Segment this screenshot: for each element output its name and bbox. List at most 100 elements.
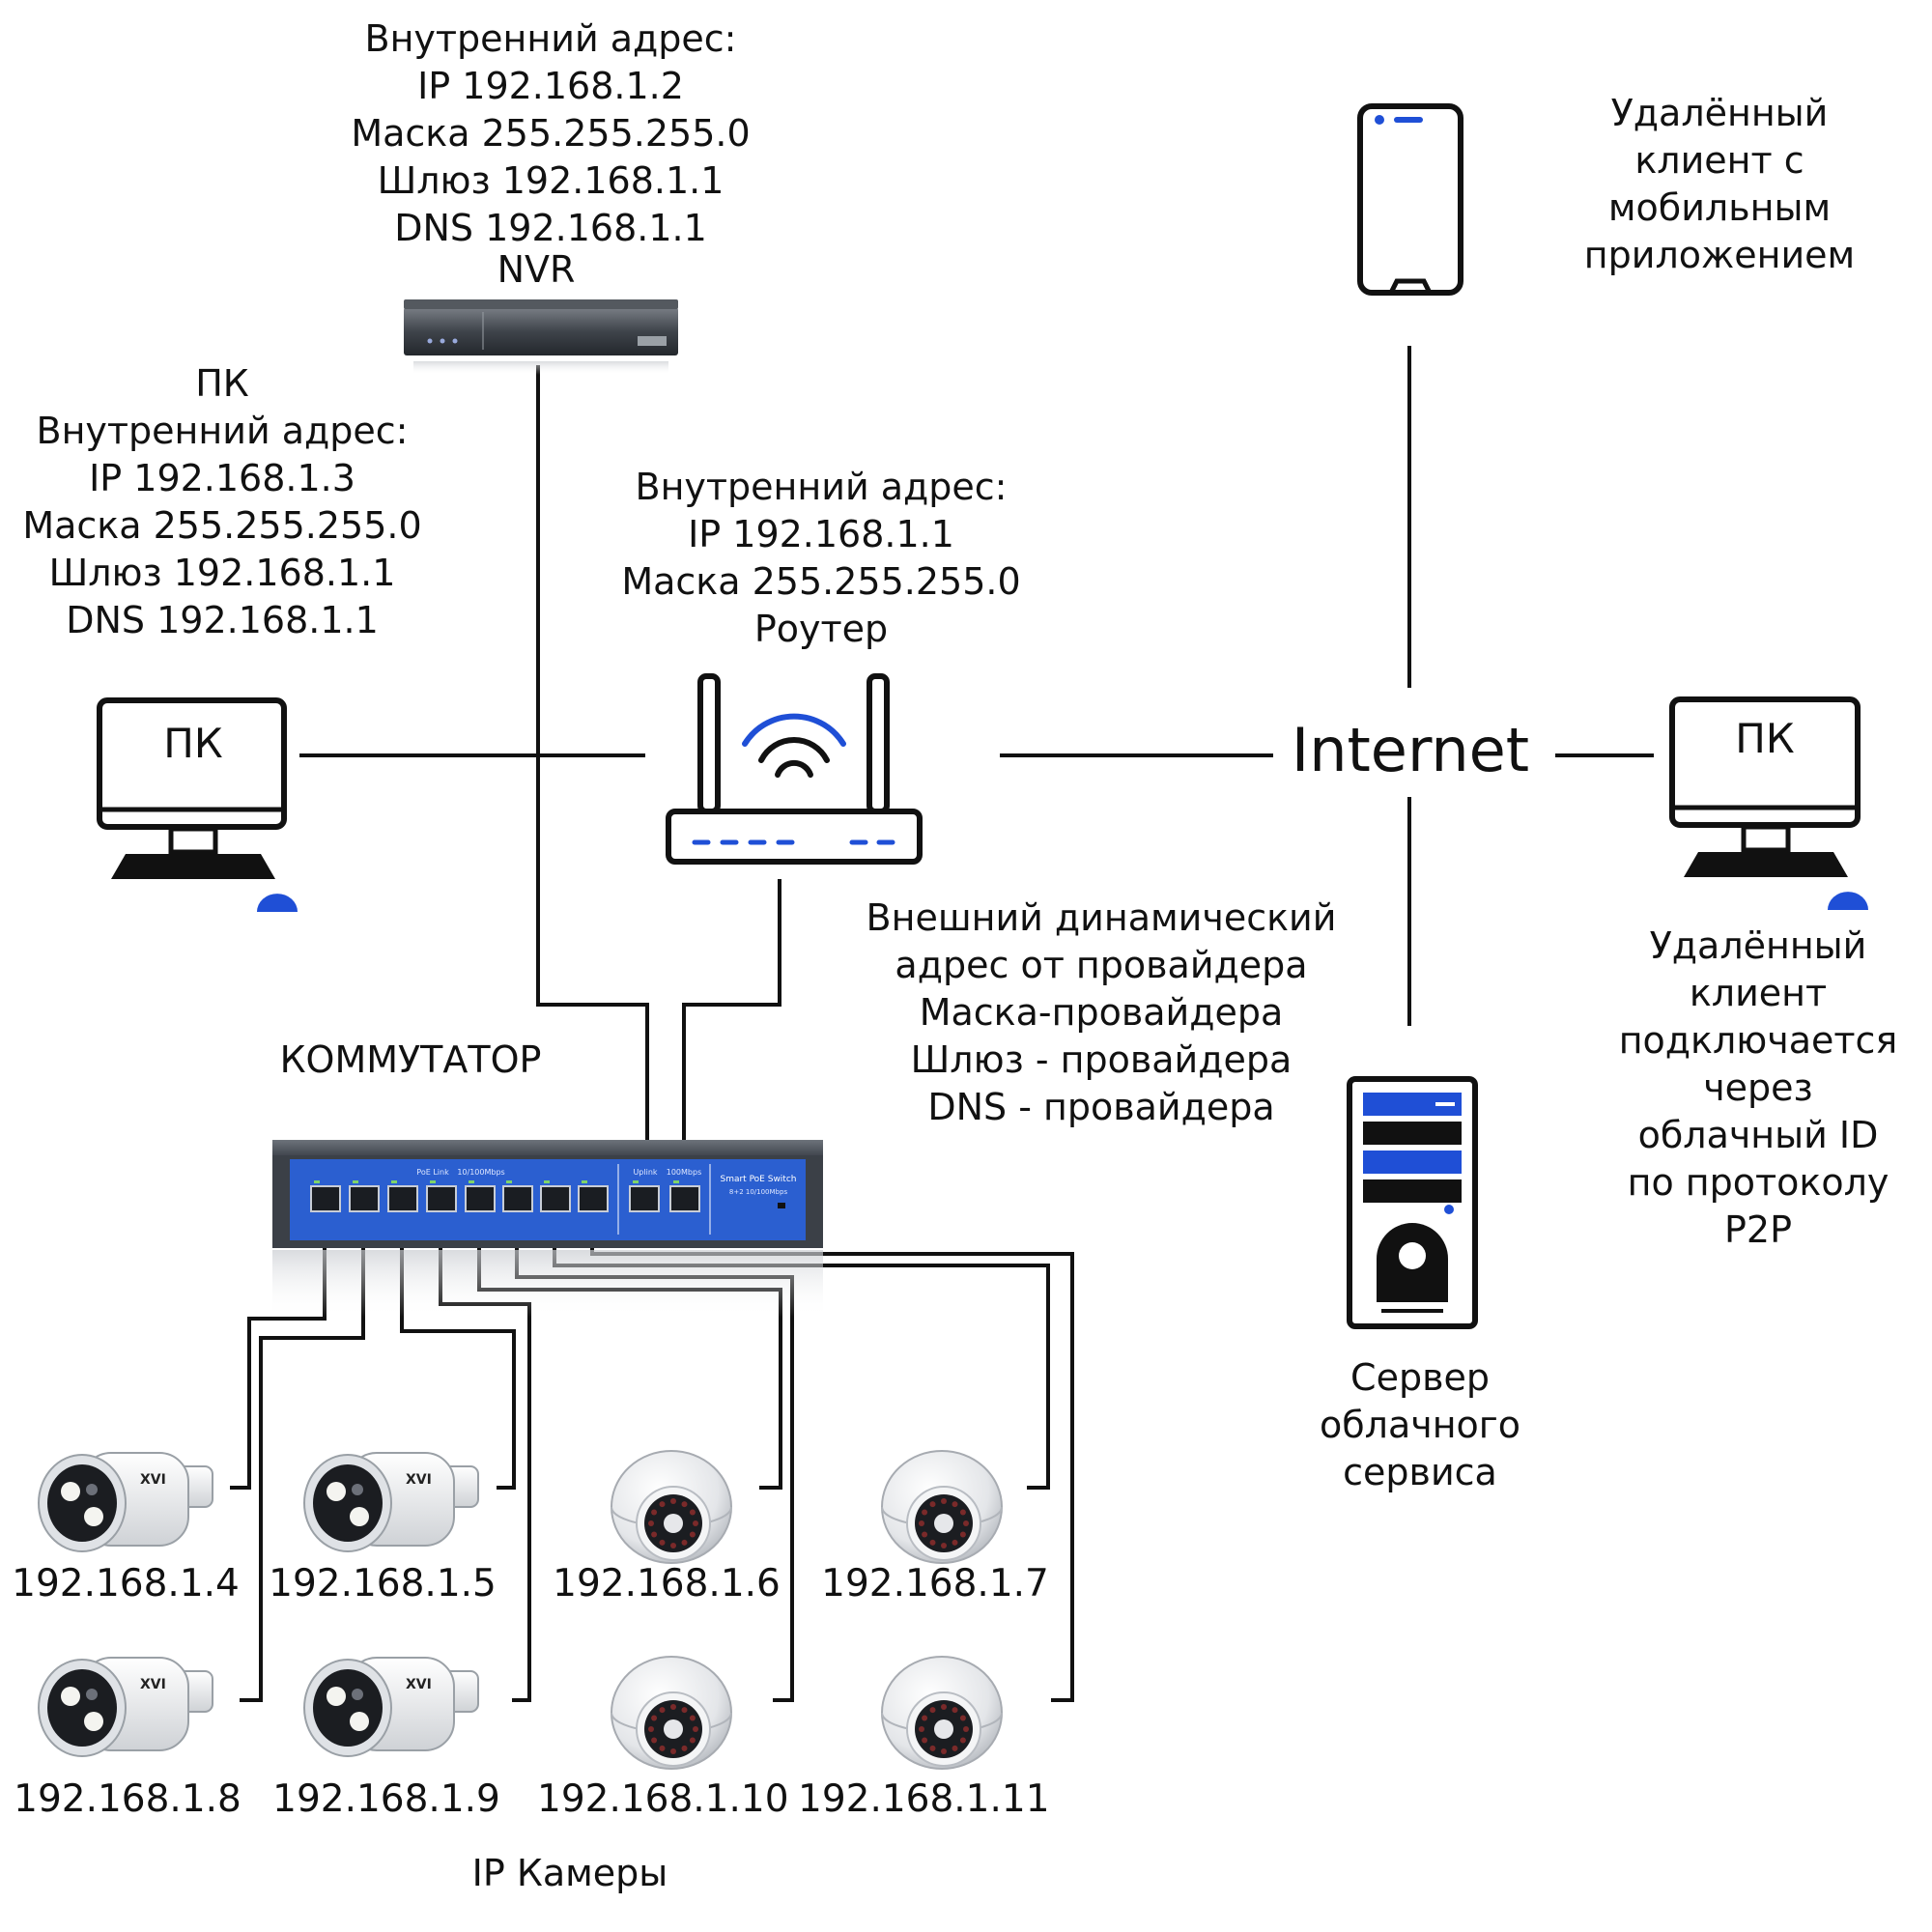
switch-panel-poe-label: PoE Link <box>416 1168 449 1177</box>
wan-line: DNS - провайдера <box>927 1086 1275 1128</box>
wan-line: Внешний динамический <box>866 896 1337 939</box>
switch-ports <box>310 1180 700 1212</box>
camera-ip-label: 192.168.1.9 <box>272 1777 500 1821</box>
remote-client-line: по протоколу <box>1627 1161 1889 1204</box>
link-nvr-switch <box>536 365 649 1196</box>
pc-local-line: ПК <box>195 362 249 405</box>
remote-client-line: P2P <box>1723 1208 1792 1251</box>
poe-port <box>426 1185 457 1212</box>
pc-local-address-block: ПК Внутренний адрес: IP 192.168.1.3 Маск… <box>10 360 435 644</box>
router-icon <box>666 673 923 865</box>
internet-label: Internet <box>1291 715 1530 785</box>
port-led <box>633 1180 639 1183</box>
remote-client-line: через <box>1703 1066 1813 1109</box>
mouse-icon <box>257 894 298 912</box>
camera-ip-label: 192.168.1.4 <box>12 1562 240 1605</box>
switch-panel-uplink-label: Uplink <box>633 1168 657 1177</box>
camera-brand-mark: XVI <box>406 1472 432 1488</box>
remote-client-block: Удалённый клиент подключается через обла… <box>1604 923 1913 1254</box>
nvr-name: NVR <box>497 248 576 291</box>
pc-local-line: DNS 192.168.1.1 <box>66 599 379 641</box>
pc-local-line: Маска 255.255.255.0 <box>22 504 422 547</box>
switch-panel-uplink-speed-label: 100Mbps <box>667 1168 702 1177</box>
switch-icon: PoE Link 10/100Mbps Uplink 100Mbps Smart… <box>272 1140 823 1318</box>
link-router-switch <box>682 879 781 1196</box>
router-address-block: Внутренний адрес: IP 192.168.1.1 Маска 2… <box>599 464 1043 653</box>
port-led <box>430 1180 436 1183</box>
camera-ip-label: 192.168.1.7 <box>821 1562 1049 1605</box>
bullet-camera-icon: XVI <box>303 1657 479 1757</box>
router-line: Роутер <box>753 608 889 650</box>
wan-line: Шлюз - провайдера <box>910 1038 1293 1081</box>
mobile-client-line: клиент с <box>1634 139 1804 182</box>
dome-camera-icon <box>881 1656 1003 1770</box>
port-led <box>314 1180 320 1183</box>
nvr-line: Внутренний адрес: <box>364 17 737 60</box>
pc-local-line: Внутренний адрес: <box>36 410 409 452</box>
port-led <box>353 1180 358 1183</box>
mobile-client-block: Удалённый клиент с мобильным приложением <box>1565 90 1874 279</box>
router-line: Маска 255.255.255.0 <box>621 560 1021 603</box>
pc-local-line: Шлюз 192.168.1.1 <box>48 552 396 594</box>
port-led <box>469 1180 474 1183</box>
nvr-address-block: Внутренний адрес: IP 192.168.1.2 Маска 2… <box>328 15 773 252</box>
camera-ip-label: 192.168.1.5 <box>269 1562 497 1605</box>
wan-address-block: Внешний динамический адрес от провайдера… <box>850 895 1352 1131</box>
bullet-camera-icon: XVI <box>38 1452 213 1552</box>
camera-ip-label: 192.168.1.6 <box>553 1562 781 1605</box>
nvr-line: Шлюз 192.168.1.1 <box>377 159 724 202</box>
dome-camera-icon <box>881 1450 1003 1564</box>
poe-port <box>310 1185 341 1212</box>
router-line: Внутренний адрес: <box>635 466 1008 508</box>
poe-port <box>387 1185 418 1212</box>
router-line: IP 192.168.1.1 <box>688 513 954 555</box>
camera-brand-mark: XVI <box>406 1677 432 1692</box>
wan-line: Маска-провайдера <box>919 991 1284 1034</box>
cloud-server-line: Сервер <box>1350 1356 1490 1399</box>
switch-panel-ports-label: 8+2 10/100Mbps <box>729 1188 788 1196</box>
port-led <box>544 1180 550 1183</box>
remote-client-line: клиент <box>1689 972 1828 1014</box>
wan-line: адрес от провайдера <box>895 944 1308 986</box>
camera-ip-label: 192.168.1.11 <box>798 1777 1050 1821</box>
nvr-line: Маска 255.255.255.0 <box>351 112 751 155</box>
mouse-icon <box>1828 892 1868 910</box>
switch-label: КОММУТАТОР <box>279 1038 542 1081</box>
server-tower-icon <box>1347 1076 1478 1329</box>
switch-panel-model-label: Smart PoE Switch <box>720 1175 796 1184</box>
cameras-caption: IP Камеры <box>471 1852 668 1894</box>
wifi-icon <box>742 713 846 778</box>
camera-brand-mark: XVI <box>140 1472 166 1488</box>
mobile-client-line: мобильным <box>1607 186 1832 229</box>
camera-brand-mark: XVI <box>140 1677 166 1692</box>
pc-remote-screen-label: ПК <box>1735 715 1795 762</box>
nvr-icon <box>404 299 678 375</box>
phone-icon <box>1357 103 1463 296</box>
pc-local-line: IP 192.168.1.3 <box>89 457 355 499</box>
dome-camera-icon <box>611 1656 732 1770</box>
camera-ip-label: 192.168.1.8 <box>14 1777 242 1821</box>
remote-client-line: Удалённый <box>1649 924 1867 967</box>
mobile-client-line: Удалённый <box>1610 92 1829 134</box>
cloud-server-line: сервиса <box>1343 1451 1497 1493</box>
dome-camera-icon <box>611 1450 732 1564</box>
port-led <box>582 1180 587 1183</box>
mobile-client-line: приложением <box>1583 234 1856 276</box>
camera-ip-label: 192.168.1.10 <box>537 1777 789 1821</box>
bullet-camera-icon: XVI <box>38 1657 213 1757</box>
pc-remote-icon <box>1669 696 1868 910</box>
nvr-line: DNS 192.168.1.1 <box>394 207 707 249</box>
port-led <box>673 1180 679 1183</box>
bullet-camera-icon: XVI <box>303 1452 479 1552</box>
port-led <box>506 1180 512 1183</box>
cameras: XVI XVI XVI XVI <box>38 1450 1003 1770</box>
connection-lines <box>299 346 1654 1196</box>
remote-client-line: облачный ID <box>1637 1114 1879 1156</box>
pc-local-screen-label: ПК <box>163 720 223 767</box>
pc-local-icon <box>97 697 298 912</box>
switch-panel-speed-label: 10/100Mbps <box>457 1168 504 1177</box>
uplink-port <box>669 1185 700 1212</box>
poe-port <box>465 1185 496 1212</box>
poe-port <box>502 1185 533 1212</box>
poe-port <box>578 1185 609 1212</box>
